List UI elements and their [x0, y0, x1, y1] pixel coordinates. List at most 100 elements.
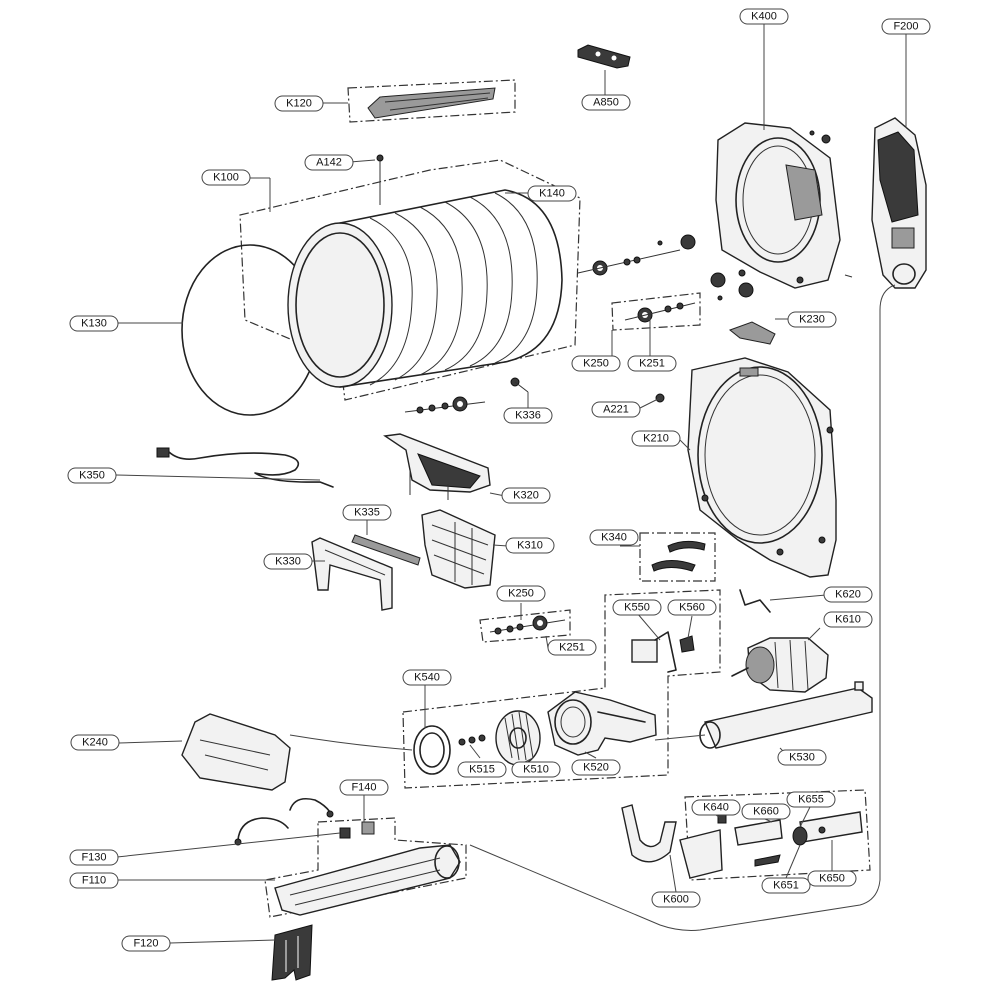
callout-K250-lower: K250	[496, 585, 546, 602]
part-K550-switch	[631, 631, 677, 673]
svg-text:K250: K250	[508, 588, 534, 600]
svg-text:K530: K530	[789, 752, 815, 764]
svg-text:K660: K660	[753, 806, 779, 818]
leader-lines	[115, 23, 907, 944]
callout-K350: K350	[67, 467, 117, 484]
svg-text:K640: K640	[703, 802, 729, 814]
part-K230-cover	[728, 321, 776, 345]
part-K140-drum	[287, 189, 563, 388]
part-K515-fasteners	[458, 734, 486, 746]
svg-text:K330: K330	[275, 556, 301, 568]
callout-K560: K560	[667, 599, 717, 616]
callout-K210: K210	[631, 430, 681, 447]
svg-text:K250: K250	[583, 358, 609, 370]
svg-text:K400: K400	[751, 11, 777, 23]
svg-text:F200: F200	[893, 21, 918, 33]
svg-text:K251: K251	[639, 358, 665, 370]
svg-text:K335: K335	[354, 507, 380, 519]
callout-K510: K510	[511, 761, 561, 778]
svg-text:K336: K336	[515, 410, 541, 422]
part-K240-filter-trim	[181, 713, 291, 791]
callout-K610: K610	[823, 611, 873, 628]
part-K520-blower-housing	[547, 691, 657, 756]
part-K210-rear-bulkhead	[687, 357, 837, 578]
callout-K515: K515	[457, 761, 507, 778]
svg-text:K510: K510	[523, 764, 549, 776]
svg-text:F110: F110	[82, 875, 106, 887]
callout-K320: K320	[501, 487, 551, 504]
part-A142-screw	[376, 154, 384, 205]
svg-text:A221: A221	[603, 404, 629, 416]
part-K310-filter-housing	[421, 509, 496, 589]
callout-A850: A850	[581, 94, 631, 111]
callout-K650: K650	[807, 870, 857, 887]
part-K336-bolt	[510, 377, 529, 393]
callout-K540: K540	[402, 669, 452, 686]
callout-K335: K335	[342, 504, 392, 521]
svg-text:K655: K655	[798, 794, 824, 806]
part-K610-motor	[731, 637, 829, 693]
callout-K310: K310	[505, 537, 555, 554]
callout-K240: K240	[70, 734, 120, 751]
callout-labels: K400 F200 A850 K120 A142 K100 K140 K130 …	[67, 8, 931, 952]
callout-K250-upper: K250	[571, 355, 621, 372]
svg-text:K100: K100	[213, 172, 239, 184]
svg-text:A850: A850	[593, 97, 619, 109]
callout-K651: K651	[761, 877, 811, 894]
callout-K120: K120	[274, 95, 324, 112]
svg-text:K650: K650	[819, 873, 845, 885]
callout-F120: F120	[121, 935, 171, 952]
callout-K130: K130	[69, 315, 119, 332]
svg-text:F120: F120	[133, 938, 158, 950]
callout-K600: K600	[651, 891, 701, 908]
svg-text:K320: K320	[513, 490, 539, 502]
svg-text:K515: K515	[469, 764, 495, 776]
callout-K140: K140	[527, 185, 577, 202]
part-K400-front-panel	[715, 122, 853, 289]
svg-text:K340: K340	[601, 532, 627, 544]
part-K120-baffle	[367, 87, 496, 119]
callout-K520: K520	[571, 759, 621, 776]
callout-K640: K640	[691, 799, 741, 816]
callout-F110: F110	[69, 872, 119, 889]
part-F140-thermistor	[339, 821, 375, 839]
part-F110-heater-duct	[274, 844, 461, 916]
part-K320-duct-cover	[383, 433, 491, 500]
callout-A142: A142	[304, 154, 354, 171]
callout-F140: F140	[339, 779, 389, 796]
callout-K655: K655	[786, 791, 836, 808]
callout-F200: F200	[881, 18, 931, 35]
part-A850-bracket	[577, 44, 631, 69]
callout-K336: K336	[503, 407, 553, 424]
callout-K251-lower: K251	[547, 639, 597, 656]
svg-text:K130: K130	[81, 318, 107, 330]
part-roller-shaft-blower	[489, 615, 566, 635]
callout-A221: A221	[591, 401, 641, 418]
svg-text:K251: K251	[559, 642, 585, 654]
svg-text:K540: K540	[414, 672, 440, 684]
svg-text:K620: K620	[835, 589, 861, 601]
svg-text:F140: F140	[351, 782, 376, 794]
callout-K100: K100	[201, 169, 251, 186]
callout-K251-upper: K251	[627, 355, 677, 372]
svg-text:K310: K310	[517, 540, 543, 552]
svg-text:K120: K120	[286, 98, 312, 110]
svg-text:K230: K230	[799, 314, 825, 326]
svg-text:F130: F130	[81, 852, 106, 864]
part-roller-shaft-upper	[577, 234, 754, 323]
svg-text:K560: K560	[679, 602, 705, 614]
part-F120-heater-element	[271, 924, 313, 981]
callout-K230: K230	[787, 311, 837, 328]
callout-K340: K340	[589, 529, 639, 546]
svg-text:K240: K240	[82, 737, 108, 749]
part-K560-sensor	[679, 635, 695, 653]
callout-K400: K400	[739, 8, 789, 25]
callout-K330: K330	[263, 553, 313, 570]
part-K600-base-bracket	[621, 804, 723, 879]
part-K335-strip	[351, 534, 421, 566]
part-K650-idler-assembly	[717, 811, 863, 867]
callout-K620: K620	[823, 586, 873, 603]
part-K540-seal	[413, 725, 451, 775]
svg-text:K350: K350	[79, 470, 105, 482]
